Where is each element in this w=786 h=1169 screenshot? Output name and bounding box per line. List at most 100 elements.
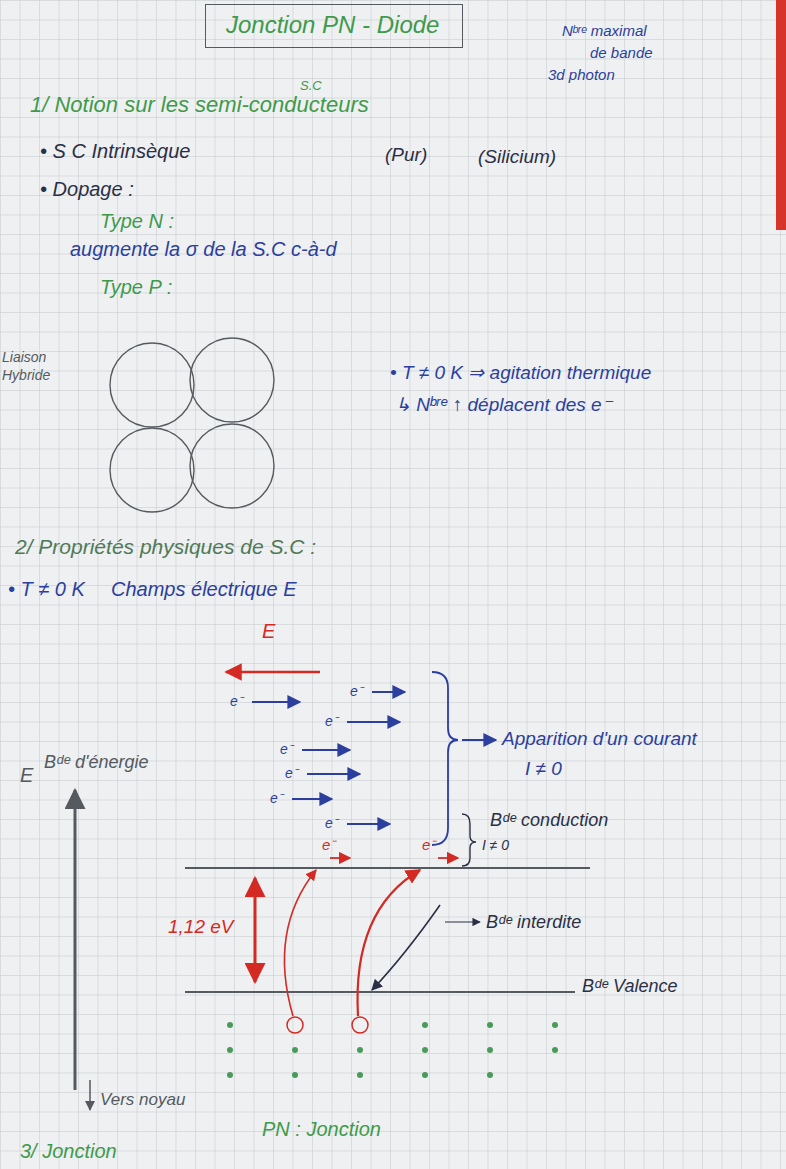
note-text-box: ↳ Nᵇʳᵉ ↑ déplacent des e⁻ [395,394,612,416]
note-text: 1,12 eV [168,916,234,937]
note-text-box: e⁻ [230,692,243,710]
note-text-box: Nᵇʳᵉ maximal [562,22,647,40]
excitation-arrow [358,870,420,1016]
down-arrow [89,1080,91,1110]
note-text: de bande [590,44,653,61]
dot [227,1072,233,1078]
note-text: Type N : [100,210,174,232]
valence-band-line [185,991,575,993]
dot [487,1022,493,1028]
note-text-box: I ≠ 0 [482,836,509,854]
brace [462,814,476,866]
conduction-band-line [185,867,590,869]
title-text: Jonction PN - Diode [226,11,442,39]
electron-arrow [347,721,400,723]
gap-arrow [254,878,257,982]
dot [227,1022,233,1028]
electron-arrow [307,773,360,775]
note-text: • Dopage : [40,178,134,200]
note-text-box: e⁻ [325,814,338,832]
note-text: e⁻ [230,693,243,709]
note-text: Type P : [100,276,172,298]
note-text: (Pur) [385,144,427,165]
note-text-box: Type N : [100,210,174,233]
note-text-box: Liaison [2,348,46,366]
dot [292,1047,298,1053]
note-text: e⁻ [325,815,338,831]
note-text: 3d photon [548,66,615,83]
electron-arrow [302,749,350,751]
field-arrow [226,671,320,674]
note-text: Liaison [2,349,46,365]
atom-circle [110,428,194,512]
note-text: 3/ Jonction [20,1140,117,1162]
dot [422,1022,428,1028]
note-text-box: e⁻ [280,740,293,758]
note-text: Apparition d'un courant [502,728,697,749]
note-text: • S C Intrinsèque [40,140,190,162]
note-text-box: Bᵈᵉ d'énergie [44,752,149,773]
hole-circle [287,1017,303,1033]
note-text: e⁻ [280,741,293,757]
note-text-box: • Dopage : [40,178,134,201]
note-text: (Silicium) [478,146,556,167]
note-text-box: (Silicium) [478,146,556,168]
dot [487,1047,493,1053]
note-text: E⃗ [262,620,290,642]
note-text-box: augmente la σ de la S.C c-à-d [70,238,337,261]
note-text-box: e⁻ [325,712,338,730]
note-text-box: 2/ Propriétés physiques de S.C : [15,535,316,559]
note-text: E [20,764,33,786]
electron-arrow [347,823,390,825]
note-text-box: Bᵈᵉ conduction [490,810,608,831]
note-text: 2/ Propriétés physiques de S.C : [15,535,316,558]
dot [422,1072,428,1078]
callout-arrow [462,739,496,741]
note-text: e⁻ [322,836,335,853]
note-text: e⁻ [422,836,435,853]
note-text-box: I ≠ 0 [525,758,562,780]
dot [227,1047,233,1053]
note-text: ↳ Nᵇʳᵉ ↑ déplacent des e⁻ [395,394,612,415]
dot [357,1072,363,1078]
electron-arrows [252,692,405,824]
note-text: Bᵈᵉ d'énergie [44,752,149,772]
note-text: Hybride [2,367,50,383]
electron-arrow [438,857,458,859]
energy-axis [74,790,77,1090]
dot [357,1047,363,1053]
note-text-box: E [20,764,33,787]
note-text-box: 3/ Jonction [20,1140,117,1163]
electron-arrow [252,701,300,703]
note-text: 1/ Notion sur les semi-conducteurs [30,92,369,117]
brace [432,672,458,845]
note-text-box: Bᵈᵉ Valence [582,976,678,997]
note-text-box: 1/ Notion sur les semi-conducteurs [30,92,369,117]
dot [292,1072,298,1078]
note-text-box: S.C [300,76,322,94]
note-text-box: • S C Intrinsèque [40,140,190,163]
note-text: e⁻ [325,713,338,729]
hole-circle [352,1017,368,1033]
dot [552,1022,558,1028]
note-text-box: e⁻ [350,682,363,700]
note-text: PN : Jonction [262,1118,381,1140]
note-text-box: e⁻ [270,789,283,807]
leader-line [445,921,480,922]
note-text-box: e⁻ [322,836,335,854]
atom-circle [190,338,274,422]
note-text: Bᵈᵉ Valence [582,976,678,996]
note-text: Vers noyau [100,1090,185,1109]
atom-circle [190,424,274,508]
note-text: • T ≠ 0 K ⇒ Champs électrique E⃗ [8,578,312,600]
note-text-box: 1,12 eV [168,916,234,938]
note-text-box: (Pur) [385,144,427,166]
note-text-box: E⃗ [262,620,290,643]
note-text: e⁻ [270,790,283,806]
note-text-box: PN : Jonction [262,1118,381,1141]
atom-circle [110,343,194,427]
covalent-bond-circles [110,338,274,512]
note-text-box: 3d photon [548,66,615,84]
